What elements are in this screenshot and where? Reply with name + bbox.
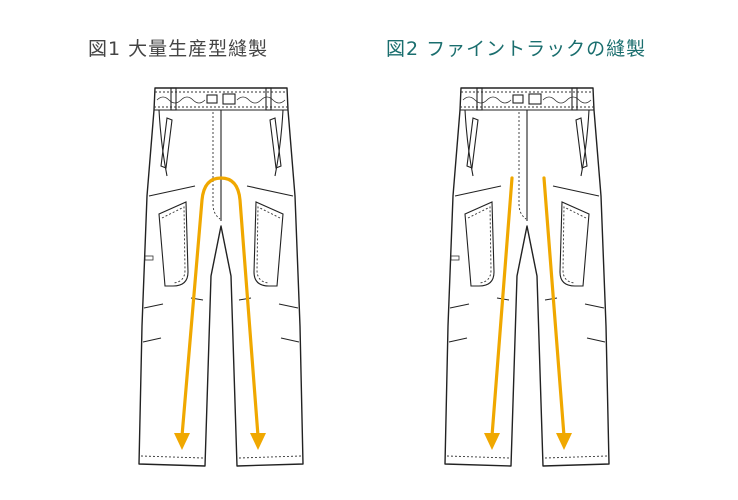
figure-1-seam-line (180, 176, 260, 438)
figure-2-title: 図2 ファイントラックの縫製 (386, 38, 647, 60)
figure-1-title: 図1 大量生産型縫製 (88, 38, 269, 60)
figure-1-pants (138, 87, 304, 467)
figure-2-arrow-left (484, 433, 500, 450)
figure-1-arrow-left (174, 433, 190, 450)
figure-2-seam-left (490, 176, 514, 438)
figure-2-arrow-right (556, 433, 572, 450)
figure-2-seam-right (542, 176, 566, 438)
figure-2-pants (444, 87, 610, 467)
figure-1-arrow-right (250, 433, 266, 450)
